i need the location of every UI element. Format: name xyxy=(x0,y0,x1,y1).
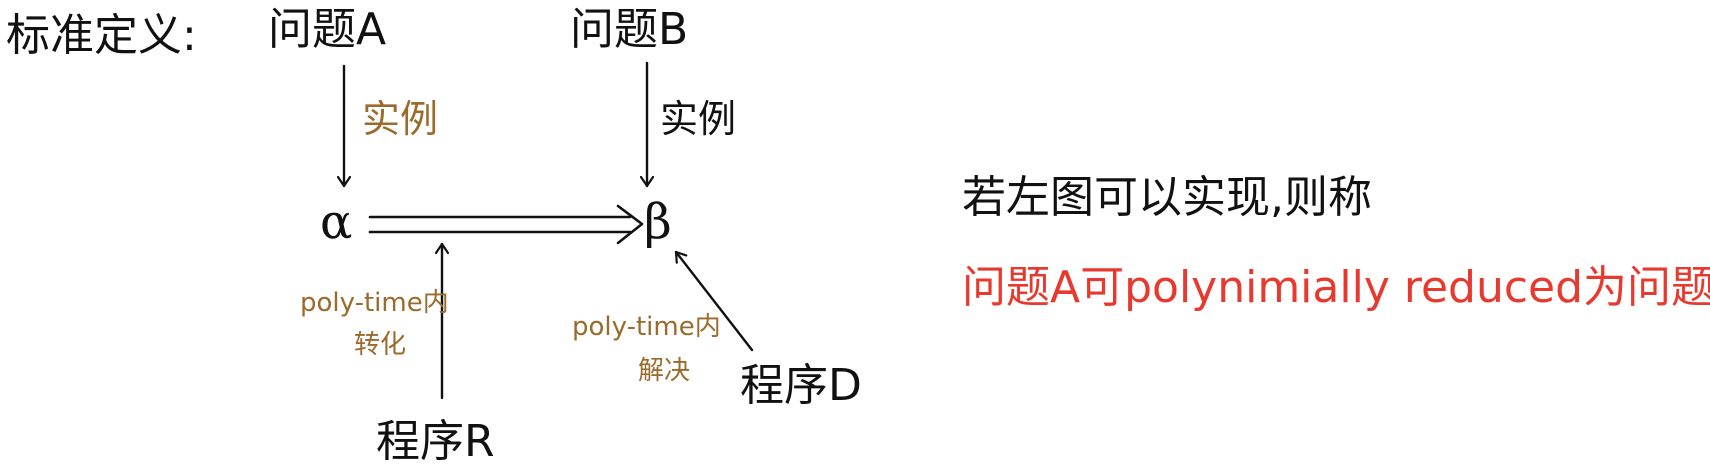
transform-label-line2: 转化 xyxy=(354,330,407,360)
conclusion-line1: 若左图可以实现,则称 xyxy=(962,172,1372,223)
problem-a-label: 问题A xyxy=(268,4,387,55)
solve-label-line2: 解决 xyxy=(638,356,691,386)
transform-label-line1: poly-time内 xyxy=(300,288,449,318)
program-r-label: 程序R xyxy=(376,416,495,467)
double-arrow-alpha-to-beta xyxy=(368,204,644,245)
arrow-program-d-to-beta xyxy=(674,250,754,352)
problem-b-label: 问题B xyxy=(570,4,689,55)
conclusion-line2: 问题A可polynimially reduced为问题B xyxy=(962,262,1710,313)
instance-label-b: 实例 xyxy=(660,97,737,141)
definition-label: 标准定义: xyxy=(6,10,197,61)
beta-symbol: β xyxy=(644,194,672,250)
instance-label-a: 实例 xyxy=(362,97,439,141)
solve-label-line1: poly-time内 xyxy=(572,312,721,342)
program-d-label: 程序D xyxy=(740,360,862,411)
alpha-symbol: α xyxy=(320,194,353,250)
